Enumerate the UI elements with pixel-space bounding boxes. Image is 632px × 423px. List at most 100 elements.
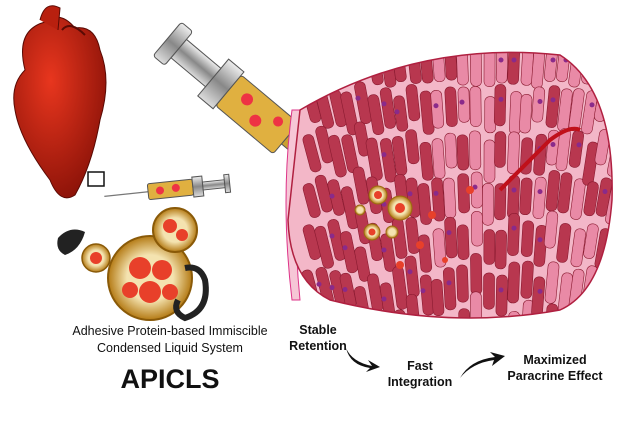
cardiomyocyte	[354, 246, 371, 282]
cardiomyocyte	[458, 308, 471, 319]
cell-nucleus	[511, 187, 517, 193]
cell-nucleus	[446, 280, 452, 286]
cell-nucleus	[381, 247, 387, 253]
cardiomyocyte	[495, 52, 509, 84]
cardiomyocyte	[507, 311, 520, 319]
cardiomyocyte	[432, 228, 447, 268]
cardiomyocyte	[606, 52, 613, 86]
cardiomyocyte	[326, 52, 345, 82]
cell-nucleus	[342, 286, 348, 292]
cell-nucleus	[342, 245, 348, 251]
cardiomyocyte	[570, 228, 586, 268]
cell-nucleus	[355, 95, 361, 101]
cardiomyocyte	[494, 131, 507, 168]
cardiomyocyte	[532, 176, 547, 219]
cardiomyocyte	[444, 132, 458, 169]
step-line: Retention	[289, 339, 347, 353]
cardiomyocyte	[482, 183, 494, 226]
cardiomyocyte	[493, 84, 507, 127]
cardiomyocyte	[380, 138, 397, 183]
cardiomyocyte	[520, 220, 535, 257]
cardiomyocyte	[520, 299, 535, 319]
cell-nucleus	[498, 287, 504, 293]
cell-nucleus	[602, 189, 608, 195]
cardiomyocyte	[442, 177, 457, 219]
cell-nucleus	[589, 102, 595, 108]
step-line: Integration	[387, 375, 453, 389]
cardiomyocyte	[583, 223, 599, 259]
cardiomyocyte	[543, 210, 559, 249]
cardiomyocyte	[393, 309, 409, 319]
cell-nucleus	[369, 338, 374, 343]
cardiomyocyte	[494, 229, 507, 270]
cardiomyocyte	[483, 139, 496, 183]
cardiomyocyte	[469, 52, 482, 87]
cardiomyocyte	[456, 134, 470, 171]
cardiomyocyte	[314, 52, 334, 83]
cell-nucleus	[512, 324, 517, 329]
sandcastle-worm-icon	[173, 264, 209, 322]
cardiomyocyte	[302, 183, 321, 218]
cell-nucleus	[537, 98, 543, 104]
cardiomyocyte	[581, 52, 598, 85]
cardiomyocyte	[314, 225, 334, 269]
description-line-2: Condensed Liquid System	[97, 341, 243, 355]
step-line: Paracrine Effect	[507, 369, 603, 383]
cardiomyocyte	[507, 261, 521, 304]
cell-nucleus	[329, 193, 335, 199]
description-line-1: Adhesive Protein-based Immiscible	[72, 324, 268, 338]
cell-nucleus	[303, 284, 309, 290]
step-fast-integration: Fast Integration	[380, 358, 460, 390]
mussel-icon	[57, 229, 85, 255]
cardiomyocyte	[594, 87, 610, 122]
cardiomyocyte	[456, 264, 469, 303]
step-line: Stable	[299, 323, 337, 337]
cell-nucleus	[472, 184, 478, 190]
cardiomyocyte	[430, 278, 445, 317]
cell-nucleus	[577, 320, 582, 325]
cell-nucleus	[381, 101, 387, 107]
cardiomyocyte	[557, 172, 573, 214]
cell-nucleus	[616, 196, 621, 201]
cell-nucleus	[550, 57, 556, 63]
cell-nucleus	[329, 233, 335, 239]
cardiomyocyte	[380, 233, 397, 272]
cell-nucleus	[537, 189, 543, 195]
cardiomyocyte	[470, 253, 483, 295]
cell-nucleus	[564, 333, 569, 338]
cell-nucleus	[433, 103, 439, 109]
step-maximized-paracrine-effect: Maximized Paracrine Effect	[495, 352, 615, 384]
cell-nucleus	[486, 337, 491, 342]
cardiomyocyte	[570, 308, 587, 319]
cardiomyocyte	[444, 86, 458, 127]
cell-nucleus	[550, 97, 556, 103]
cardiomyocyte	[469, 86, 482, 127]
cardiomyocyte	[507, 213, 521, 256]
cardiomyocyte	[606, 97, 613, 137]
cardiomyocyte	[379, 87, 397, 129]
cardiomyocyte	[494, 183, 507, 221]
cell-nucleus	[537, 288, 543, 294]
cardiomyocyte	[583, 181, 599, 217]
cell-nucleus	[498, 57, 504, 63]
cardiomyocyte	[607, 278, 613, 318]
cardiomyocyte	[519, 177, 533, 216]
cardiomyocyte	[531, 86, 546, 123]
cardiomyocyte	[353, 121, 371, 157]
cardiomyocyte	[456, 52, 469, 86]
cardiomyocyte	[469, 130, 482, 171]
cardiomyocyte	[327, 179, 345, 216]
cardiomyocyte	[507, 131, 520, 175]
cardiomyocyte	[340, 52, 358, 82]
cardiomyocyte	[444, 216, 458, 259]
cell-nucleus	[499, 339, 504, 344]
cardiomyocyte	[607, 230, 613, 267]
cardiomyocyte	[570, 178, 586, 220]
cardiomyocyte	[405, 84, 421, 122]
cardiomyocyte	[353, 52, 370, 79]
cardiomyocyte	[431, 177, 446, 222]
cell-nucleus	[616, 340, 621, 345]
cardiomyocyte	[483, 52, 496, 87]
cardiomyocyte	[405, 129, 420, 165]
